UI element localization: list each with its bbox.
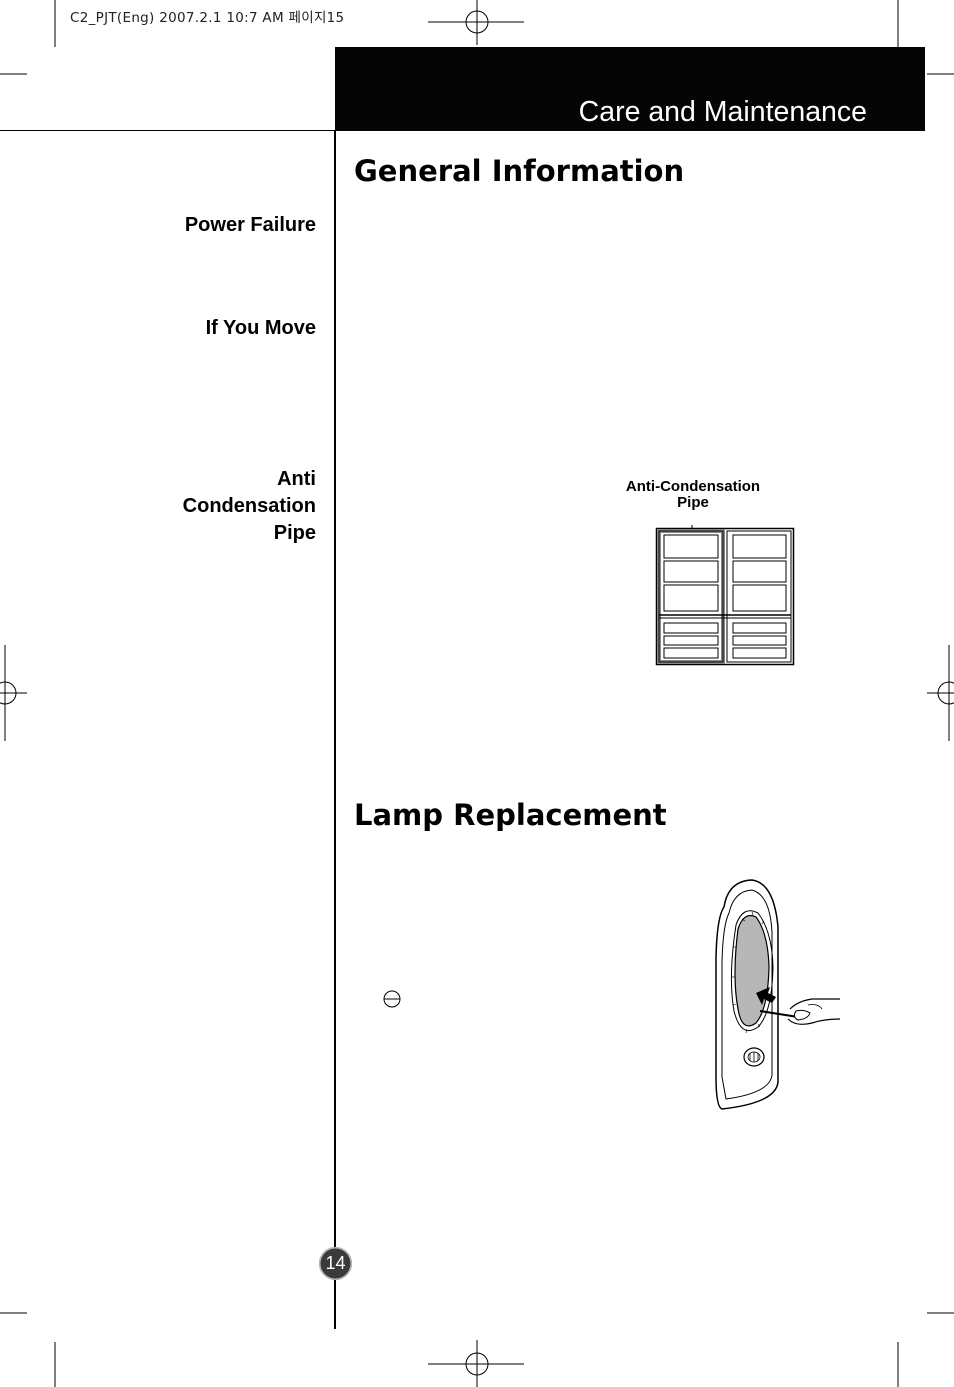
lamp-cover-illustration	[715, 879, 841, 1110]
header-title: Care and Maintenance	[578, 96, 867, 128]
figure-label-line: Anti-Condensation	[625, 478, 761, 495]
side-label-line: Pipe	[273, 522, 316, 544]
top-rule	[0, 130, 335, 131]
side-label-anti-condensation-pipe: Anti Condensation Pipe	[56, 466, 316, 547]
page-number: 14	[319, 1247, 352, 1280]
side-label-if-you-move: If You Move	[205, 317, 316, 339]
side-label-line: Condensation	[182, 495, 316, 517]
section-title-lamp-replacement: Lamp Replacement	[354, 798, 667, 832]
column-divider	[334, 131, 336, 1329]
side-label-power-failure: Power Failure	[184, 214, 316, 236]
section-title-general-information: General Information	[354, 154, 685, 188]
minus-circle-icon	[383, 990, 401, 1008]
header-bar	[335, 47, 925, 131]
figure-label-anti-condensation-pipe: Anti-Condensation Pipe	[600, 479, 786, 511]
side-label-line: Anti	[277, 468, 316, 490]
figure-label-line: Pipe	[677, 494, 709, 511]
print-slug: C2_PJT(Eng) 2007.2.1 10:7 AM 페이지15	[70, 10, 345, 26]
refrigerator-diagram	[655, 525, 795, 666]
